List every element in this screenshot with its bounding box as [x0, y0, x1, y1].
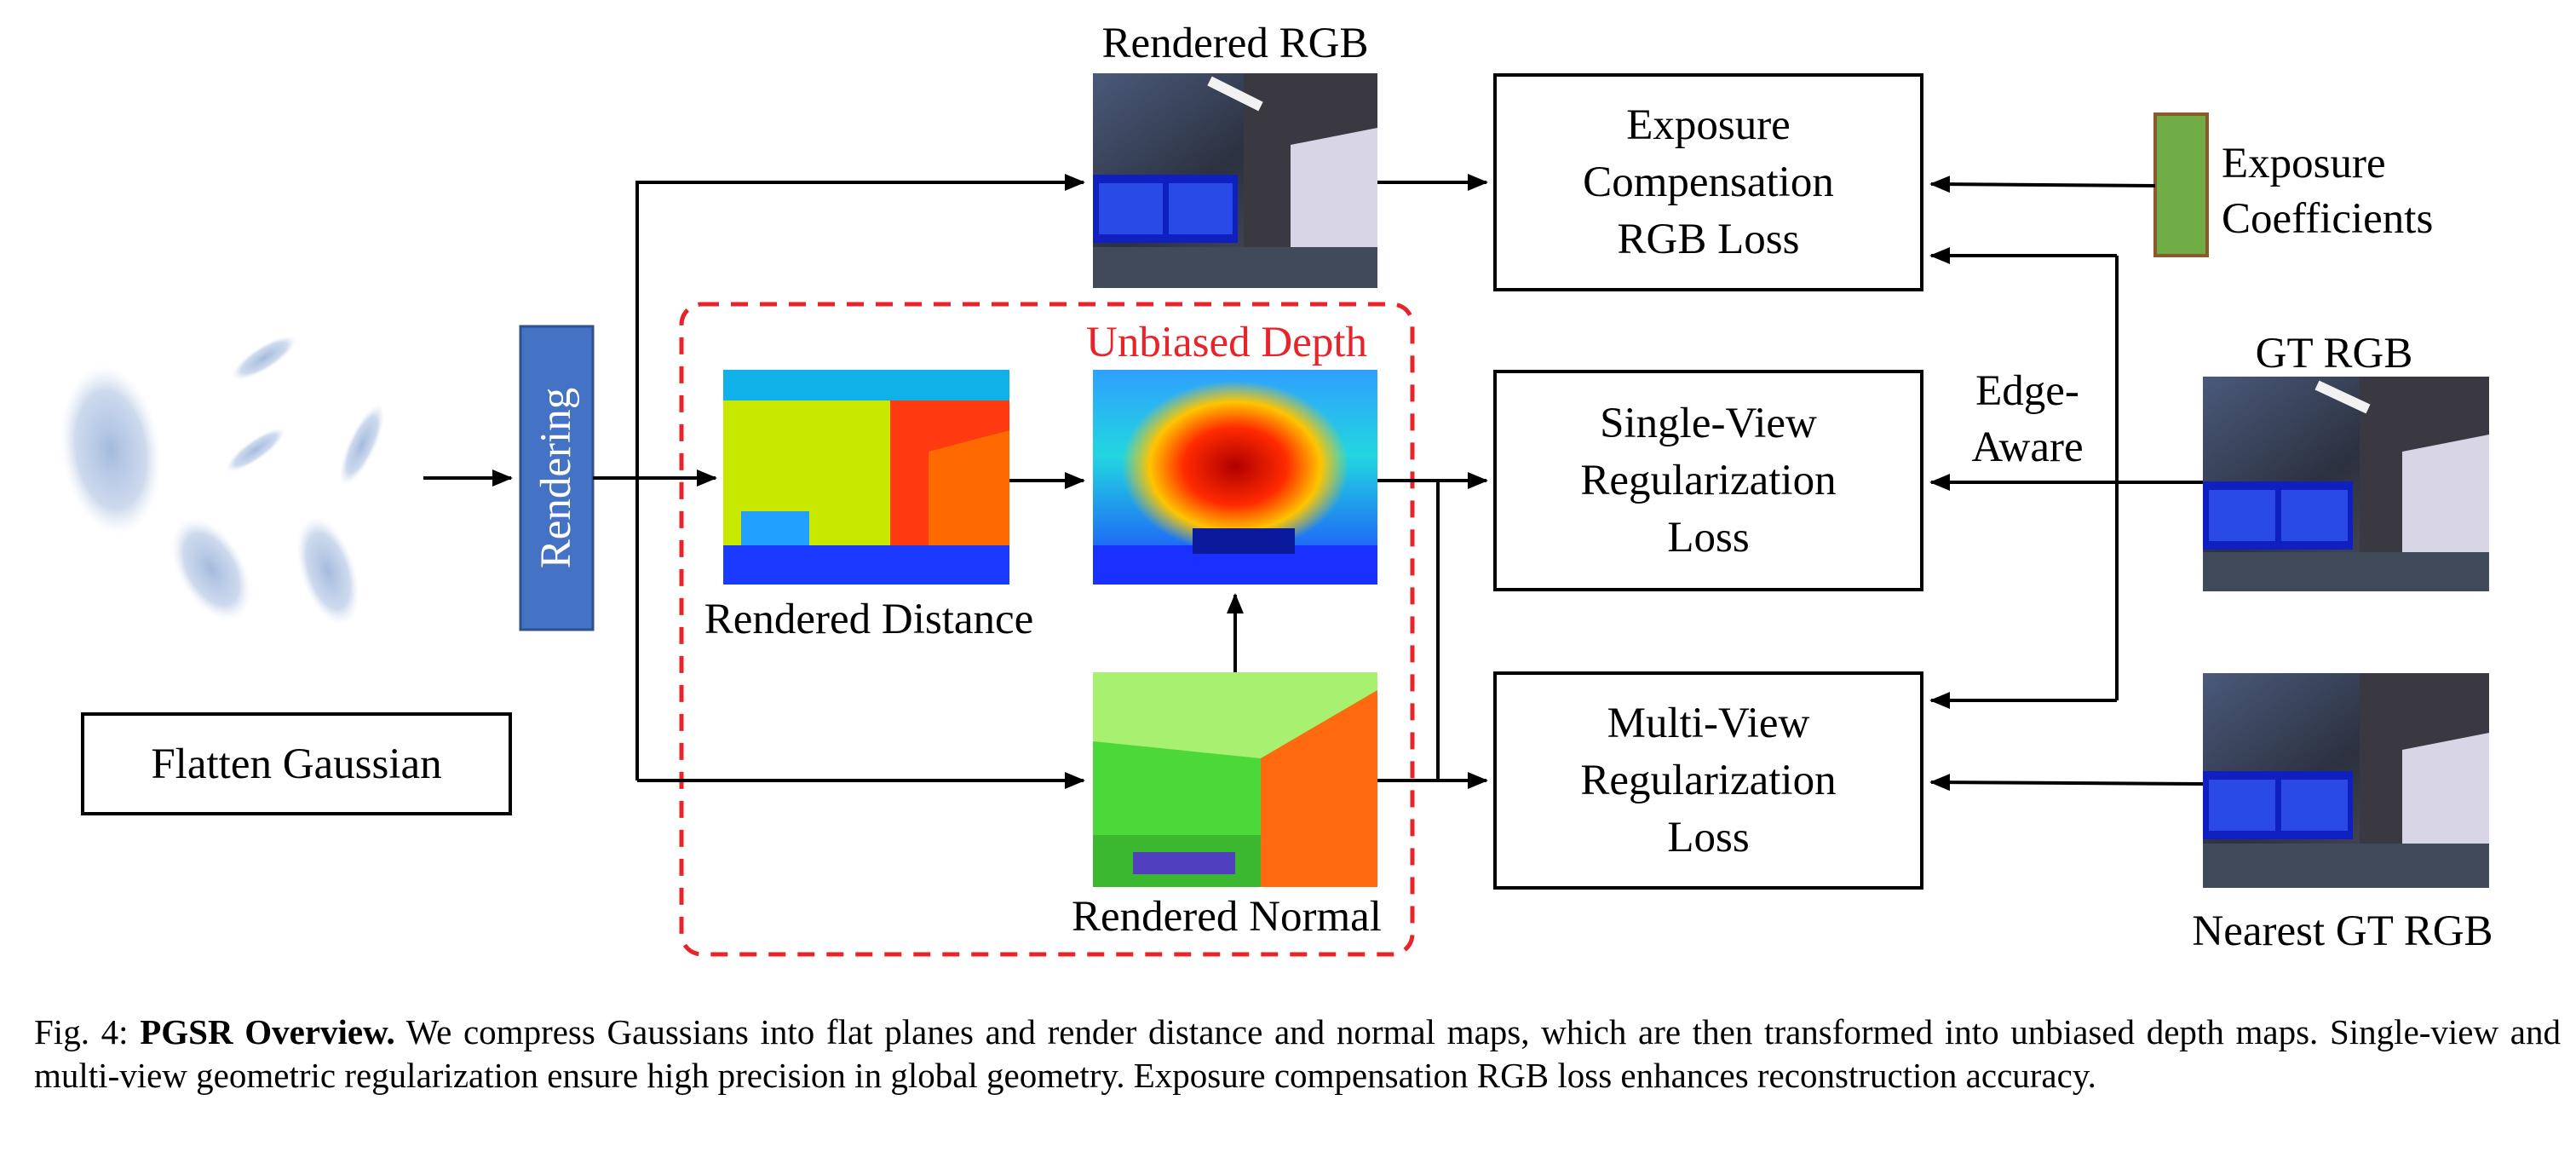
edge-aware-label-2: Aware — [1971, 423, 2084, 471]
caption-title: PGSR Overview. — [140, 1012, 395, 1051]
exposure-loss-box-outline — [1493, 73, 1923, 291]
rendered-normal-image — [1093, 672, 1377, 887]
rendering-label: Rendering — [532, 387, 581, 569]
unbiased-depth-region — [679, 302, 1415, 957]
flatten-gaussian-label: Flatten Gaussian — [151, 740, 442, 788]
unbiased-depth-label: Unbiased Depth — [1085, 319, 1367, 366]
single-view-loss-line-2: Regularization — [1580, 456, 1837, 504]
exposure-loss-line-1: Exposure — [1626, 101, 1791, 149]
single-view-loss-line-1: Single-View — [1600, 399, 1817, 447]
multi-view-loss-box-outline — [1493, 671, 1923, 890]
exposure-coefficients-label-1: Exposure — [2222, 140, 2386, 187]
unbiased-depth-image — [1093, 370, 1377, 585]
rendering-block — [519, 325, 595, 631]
rendered-rgb-image — [1093, 73, 1377, 288]
edge-aware-label-1: Edge- — [1975, 367, 2079, 415]
nearest-gt-rgb-image — [2203, 673, 2489, 888]
exposure-compensation-rgb-loss-box: Exposure Compensation RGB Loss — [1495, 75, 1922, 290]
multi-view-loss-line-3: Loss — [1667, 813, 1750, 861]
multi-view-loss-line-1: Multi-View — [1607, 699, 1810, 747]
caption-prefix: Fig. 4: — [34, 1012, 141, 1051]
multi-view-loss-line-2: Regularization — [1580, 756, 1837, 804]
single-view-loss-line-3: Loss — [1667, 513, 1750, 562]
exposure-loss-line-2: Compensation — [1583, 158, 1834, 206]
exposure-loss-line-3: RGB Loss — [1617, 215, 1800, 263]
caption-text: We compress Gaussians into flat planes a… — [34, 1012, 2561, 1095]
rendered-distance-image — [723, 370, 1009, 585]
exposure-coefficients-block — [2153, 112, 2209, 257]
multi-view-regularization-loss-box: Multi-View Regularization Loss — [1495, 673, 1922, 888]
exposure-coefficients-label-2: Coefficients — [2222, 195, 2434, 243]
figure-caption: Fig. 4: PGSR Overview. We compress Gauss… — [34, 1011, 2561, 1097]
diagram-canvas — [60, 73, 2489, 957]
gt-rgb-label: GT RGB — [2255, 330, 2413, 377]
single-view-loss-box-outline — [1493, 370, 1923, 591]
flattened-gaussians — [60, 335, 385, 625]
rendered-distance-label: Rendered Distance — [704, 596, 1034, 643]
gt-rgb-image — [2203, 377, 2489, 591]
rendered-rgb-label: Rendered RGB — [1101, 20, 1369, 67]
rendered-normal-label: Rendered Normal — [1072, 893, 1382, 941]
flatten-gaussian-box — [81, 712, 512, 815]
single-view-regularization-loss-box: Single-View Regularization Loss — [1495, 372, 1922, 590]
nearest-gt-rgb-label: Nearest GT RGB — [2192, 907, 2493, 955]
connectors — [423, 174, 2204, 792]
